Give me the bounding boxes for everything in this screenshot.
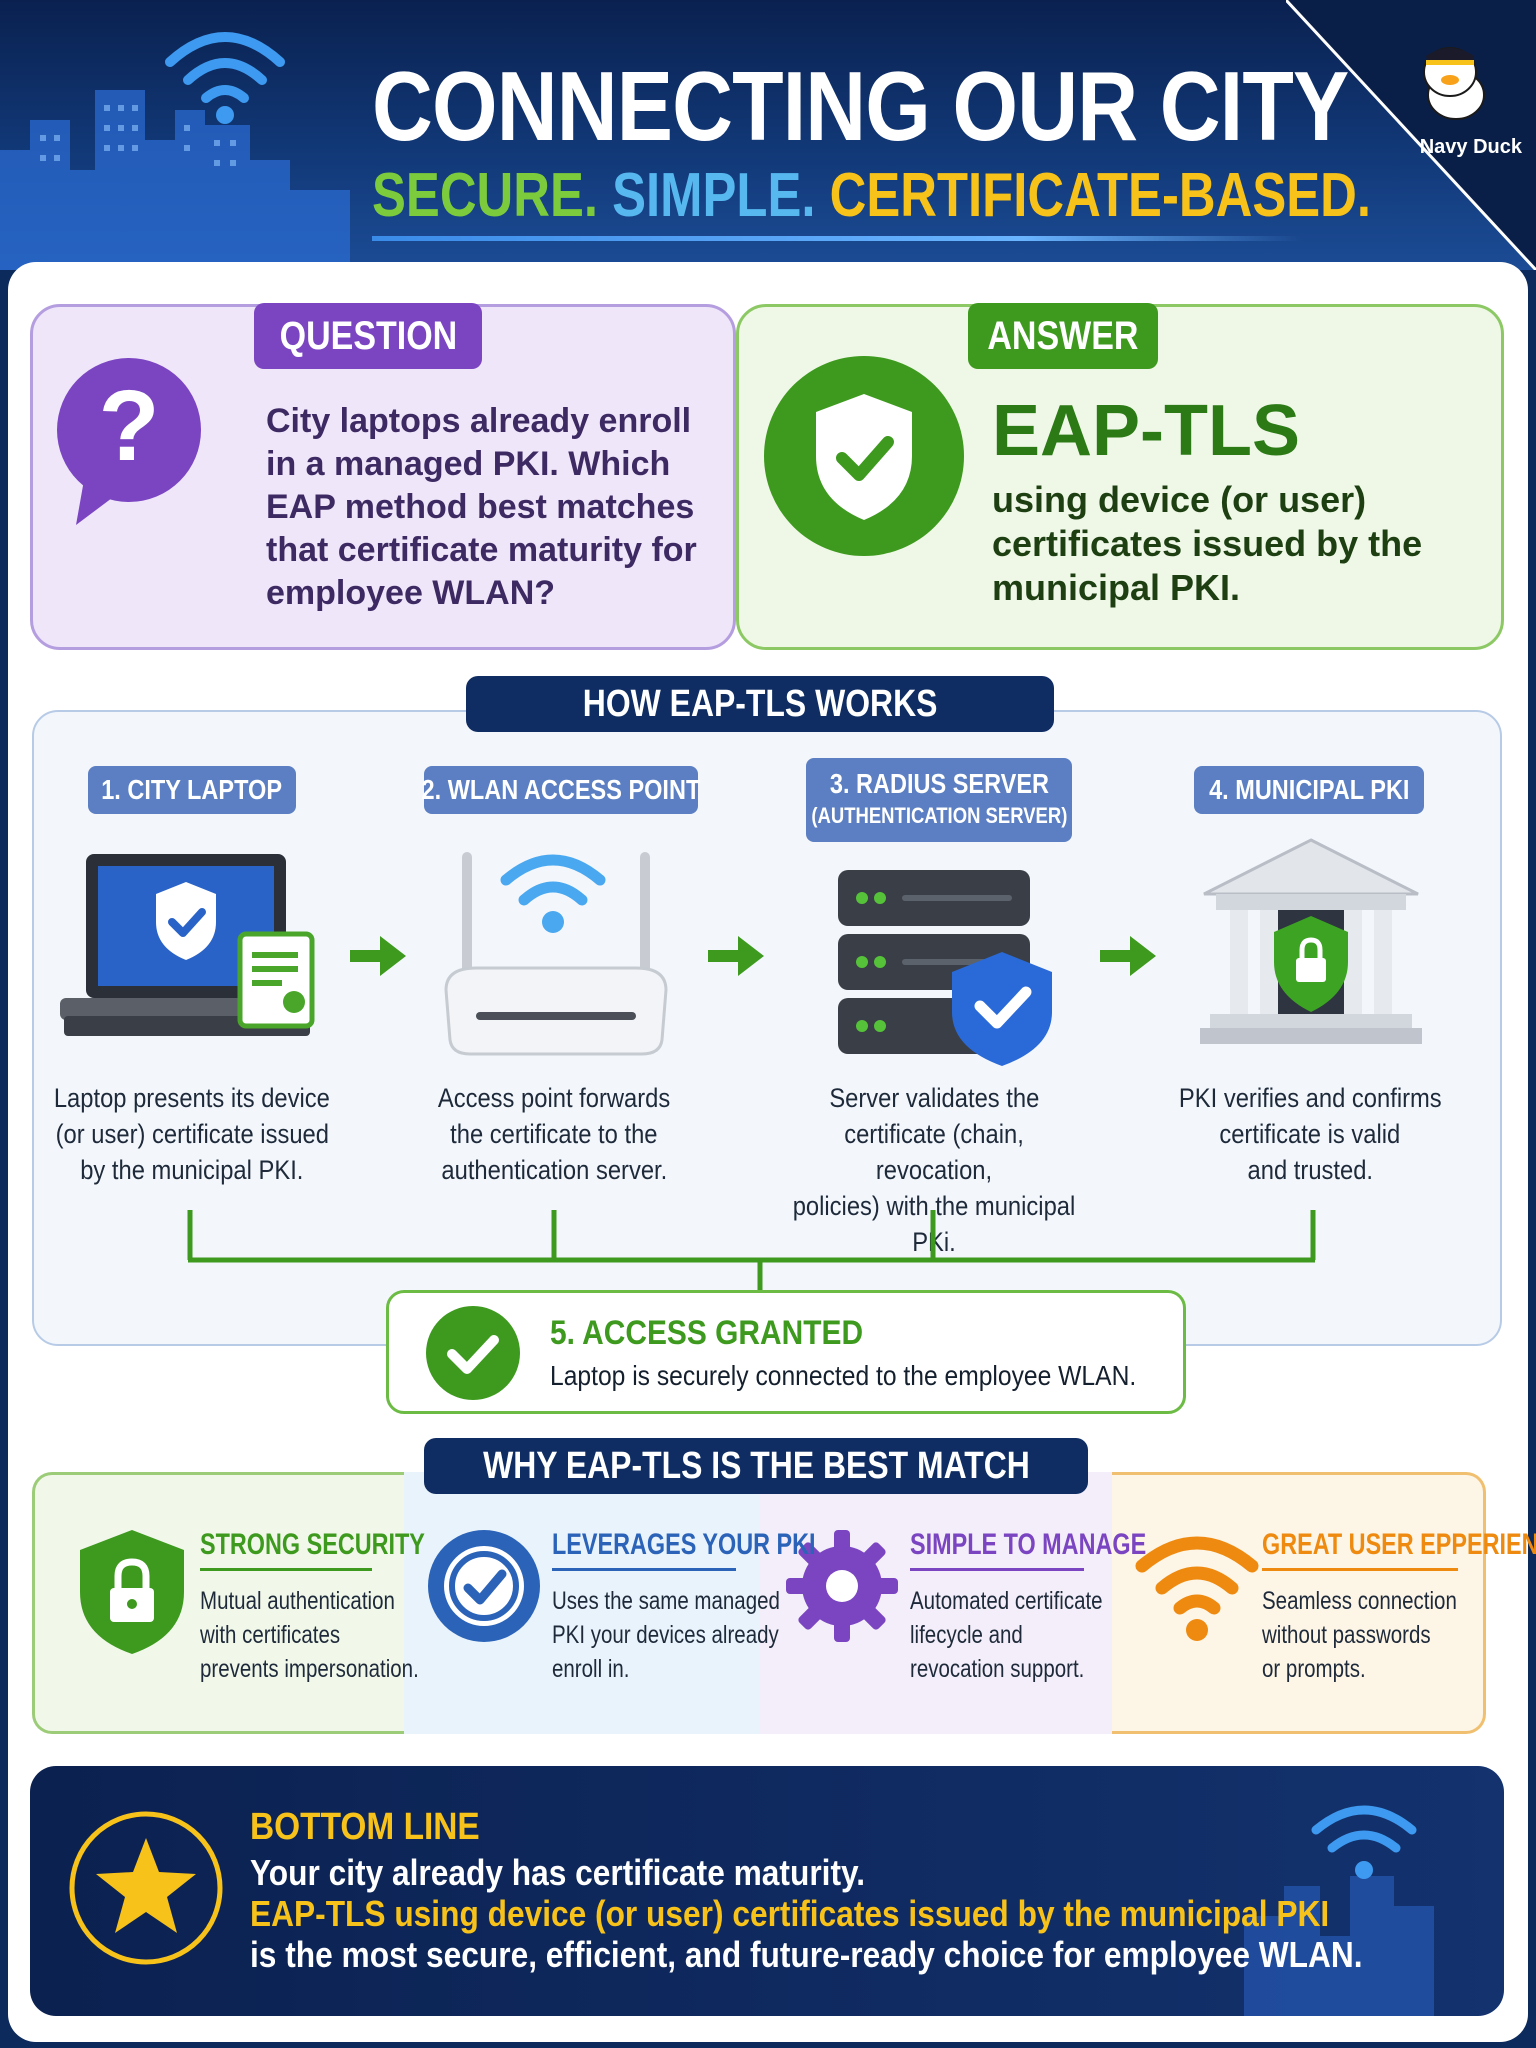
step-1-label: 1. CITY LAPTOP: [88, 766, 296, 814]
title-underline: [372, 236, 1302, 241]
laptop-certificate-icon: [60, 854, 315, 1036]
page-title: CONNECTING OUR CITY: [372, 51, 1349, 161]
bottom-line-title: BOTTOM LINE: [250, 1806, 480, 1848]
why-banner: WHY EAP-TLS IS THE BEST MATCH: [424, 1438, 1088, 1494]
step-1-description: Laptop presents its device(or user) cert…: [53, 1083, 331, 1185]
header-banner: CONNECTING OUR CITY SECURE. SIMPLE. CERT…: [0, 0, 1536, 270]
step-4-label: 4. MUNICIPAL PKI: [1194, 766, 1424, 814]
lock-shield-icon: [80, 1530, 184, 1654]
answer-text: using device (or user) certificates issu…: [992, 479, 1423, 608]
access-granted-title: 5. ACCESS GRANTED: [550, 1314, 864, 1352]
shield-check-icon: [764, 356, 964, 556]
arrow-right-icon: [1100, 936, 1156, 976]
verified-badge-icon: [428, 1530, 540, 1642]
star-icon: [69, 1811, 223, 1965]
bottom-line-text-3: is the most secure, efficient, and futur…: [250, 1934, 1363, 1975]
wifi-icon: [1135, 1536, 1259, 1641]
page-subtitle: SECURE. SIMPLE. CERTIFICATE-BASED.: [372, 160, 1371, 231]
subtitle-simple: SIMPLE.: [612, 161, 816, 230]
step-2-label: 2. WLAN ACCESS POINT: [422, 766, 700, 814]
city-skyline-icon: [0, 32, 350, 270]
access-point-router-icon: [444, 852, 668, 1056]
arrow-right-icon: [350, 936, 406, 976]
how-it-works-banner: HOW EAP-TLS WORKS: [466, 676, 1054, 732]
city-skyline-wifi-icon: [1244, 1805, 1434, 2016]
why-title-simple-to-manage: SIMPLE TO MANAGE: [910, 1528, 1146, 1571]
question-text: City laptops already enroll in a managed…: [266, 402, 697, 612]
question-bubble-icon: ?: [57, 358, 201, 525]
question-tag: QUESTION: [254, 303, 482, 369]
why-title-user-experience: GREAT USER EPPERIENCE: [1262, 1528, 1536, 1571]
svg-text:?: ?: [98, 370, 159, 482]
why-title-strong-security: STRONG SECURITY: [200, 1528, 425, 1571]
why-card-user-experience: [1112, 1472, 1486, 1734]
gear-icon: [786, 1530, 898, 1642]
bottom-line-panel: [30, 1766, 1504, 2016]
municipal-pki-building-icon: [1200, 838, 1422, 1044]
radius-server-icon: [838, 870, 1052, 1066]
subtitle-secure: SECURE.: [372, 161, 598, 230]
subtitle-certificate-based: CERTIFICATE-BASED.: [829, 161, 1372, 230]
navy-duck-logo-icon: [1286, 0, 1536, 270]
bottom-line-text-2: EAP-TLS using device (or user) certifica…: [250, 1893, 1330, 1934]
access-granted-text: Laptop is securely connected to the empl…: [550, 1360, 1137, 1391]
check-circle-icon: [426, 1306, 520, 1400]
brand-name: Navy Duck: [1419, 136, 1522, 158]
flow-connector: [187, 1210, 1316, 1292]
why-title-leverages-pki: LEVERAGES YOUR PKI: [552, 1528, 816, 1571]
bottom-line-text-1: Your city already has certificate maturi…: [250, 1852, 866, 1893]
answer-tag: ANSWER: [968, 303, 1158, 369]
arrow-right-icon: [708, 936, 764, 976]
answer-title: EAP-TLS: [992, 391, 1301, 471]
step-3-label: 3. RADIUS SERVER (AUTHENTICATION SERVER): [806, 758, 1072, 842]
